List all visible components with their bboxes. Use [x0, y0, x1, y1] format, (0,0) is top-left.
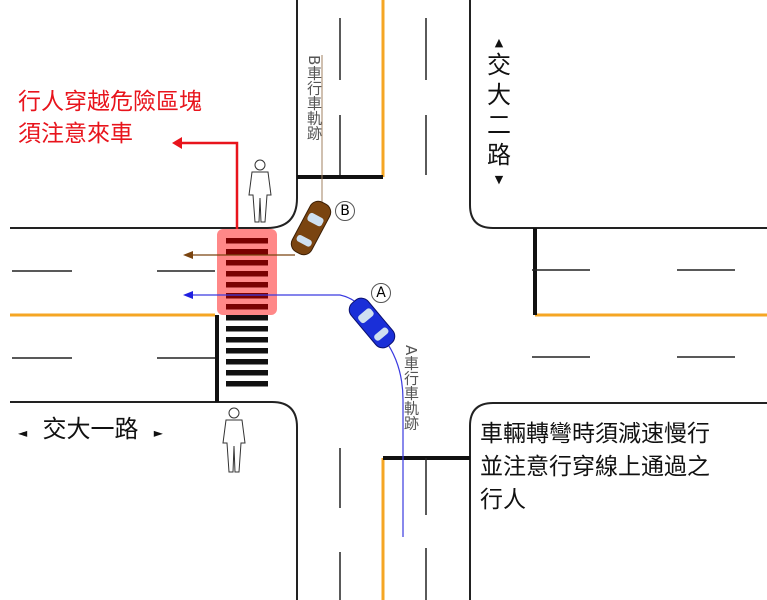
- crosswalk-stripe: [226, 282, 268, 288]
- left-arrow-icon: ◄: [18, 426, 28, 440]
- up-arrow-icon: ▲: [494, 36, 504, 49]
- curb-bottom-left: [10, 401, 298, 600]
- danger-zone-stripes: [226, 238, 268, 310]
- road-label-vertical: ▲ 交大二路 ▼: [484, 36, 514, 190]
- car-b: [290, 200, 332, 256]
- warning-arrow: [172, 137, 239, 229]
- car-a-label: A: [371, 283, 391, 303]
- crosswalk-stripe: [226, 315, 268, 321]
- crosswalk-stripe: [226, 260, 268, 266]
- car-a: [348, 297, 396, 349]
- curb-bottom-right: [469, 402, 767, 600]
- curb-top-left: [10, 0, 298, 229]
- pedestrian-danger-warning: 行人穿越危險區塊 須注意來車: [18, 86, 202, 150]
- crosswalk-stripe: [226, 381, 268, 387]
- warning-line-1: 行人穿越危險區塊: [18, 89, 202, 115]
- crosswalk: [226, 315, 268, 387]
- lane-dashes: [12, 18, 735, 600]
- pedestrian-icon-2: [222, 407, 246, 473]
- center-lines: [10, 0, 767, 600]
- note-line-1: 車輛轉彎時須減速慢行: [480, 421, 710, 447]
- crosswalk-stripe: [226, 304, 268, 310]
- curbs: [10, 0, 767, 600]
- crosswalk-stripe: [226, 238, 268, 244]
- crosswalk-stripe: [226, 271, 268, 277]
- warning-line-2: 須注意來車: [18, 121, 133, 147]
- track-b: [183, 55, 323, 259]
- note-line-2: 並注意行穿線上通過之: [480, 454, 710, 480]
- crosswalk-stripe: [226, 249, 268, 255]
- track-label-b: B車行車軌跡: [305, 55, 323, 141]
- car-b-label: B: [335, 201, 355, 221]
- note-line-3: 行人: [480, 487, 526, 513]
- turning-vehicle-note: 車輛轉彎時須減速慢行 並注意行穿線上通過之 行人: [480, 418, 710, 517]
- crosswalk-stripe: [226, 293, 268, 299]
- road-name: 交大一路: [42, 415, 139, 443]
- curb-top-right: [469, 0, 767, 229]
- crosswalk-stripe: [226, 326, 268, 332]
- crosswalk-stripe: [226, 337, 268, 343]
- road-label-horizontal: ◄ 交大一路 ►: [18, 409, 163, 444]
- down-arrow-icon: ▼: [494, 173, 504, 186]
- right-arrow-icon: ►: [153, 426, 163, 440]
- crosswalk-stripe: [226, 370, 268, 376]
- crosswalk-stripe: [226, 359, 268, 365]
- track-label-a: A車行車軌跡: [402, 345, 420, 431]
- road-name-vertical: 交大二路: [487, 51, 511, 169]
- crosswalk-stripe: [226, 348, 268, 354]
- pedestrian-icon: [248, 159, 272, 223]
